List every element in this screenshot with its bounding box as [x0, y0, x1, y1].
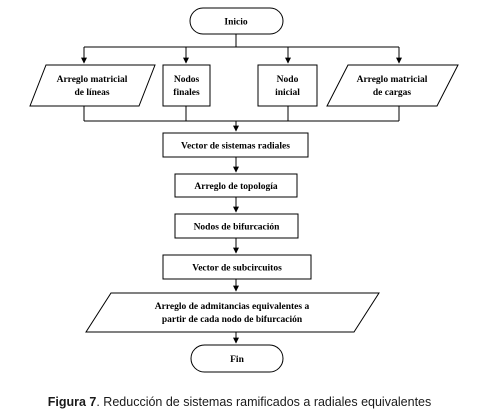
node-arreglo-topologia-shape: [174, 173, 298, 198]
node-nodos-bifurcacion-shape: [174, 213, 299, 239]
node-arreglo-lineas-label-2: de líneas: [74, 88, 109, 98]
node-inicio-label: Inicio: [224, 18, 247, 28]
node-arreglo-cargas-shape: [326, 64, 459, 107]
node-vector-sistemas-shape: [162, 132, 309, 158]
node-nodo-inicial-label-1: Nodo: [277, 75, 299, 85]
figure-caption-text: . Reducción de sistemas ramificados a ra…: [96, 395, 432, 409]
node-arreglo-admitancias-label-1: Arreglo de admitancias equivalentes a: [155, 302, 310, 312]
node-nodo-inicial-label-2: inicial: [275, 88, 300, 98]
node-inicio-shape: [189, 7, 284, 35]
node-nodos-finales-shape: [162, 64, 211, 107]
node-fin-shape: [190, 344, 284, 373]
figure-caption-label: Figura 7: [47, 395, 97, 409]
node-vector-subcircuitos-label: Vector de subcircuitos: [192, 264, 282, 274]
node-arreglo-lineas-shape: [29, 64, 156, 107]
node-arreglo-cargas-label-1: Arreglo matricial: [357, 75, 428, 85]
figure-caption: Figura 7. Reducción de sistemas ramifica…: [0, 395, 479, 409]
node-arreglo-admitancias-shape: [85, 292, 380, 333]
node-arreglo-admitancias-label-2: partir de cada nodo de bifurcación: [162, 315, 303, 325]
flowchart: Inicio Arreglo matricial de líneas Nodos…: [29, 7, 459, 373]
node-nodos-bifurcacion-label: Nodos de bifurcación: [194, 223, 281, 233]
node-nodos-finales-label-1: Nodos: [174, 75, 200, 85]
node-nodo-inicial-shape: [257, 64, 318, 107]
node-fin-label: Fin: [230, 355, 244, 365]
node-arreglo-cargas-label-2: de cargas: [373, 88, 412, 98]
node-nodos-finales-label-2: finales: [173, 88, 200, 98]
node-arreglo-lineas-label-1: Arreglo matricial: [57, 75, 128, 85]
node-vector-sistemas-label: Vector de sistemas radiales: [181, 142, 290, 152]
node-vector-subcircuitos-shape: [162, 254, 312, 280]
node-arreglo-topologia-label: Arreglo de topología: [194, 182, 277, 192]
